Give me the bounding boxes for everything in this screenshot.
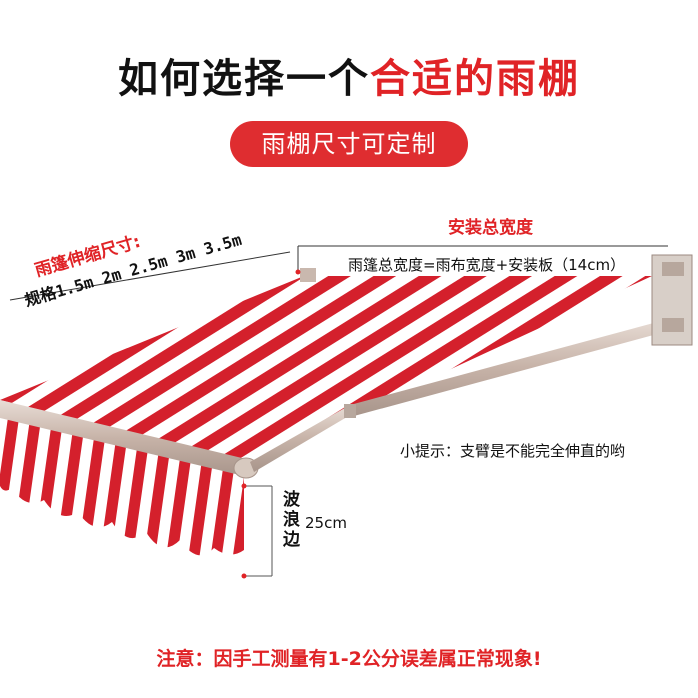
arm-tip-text: 小提示：支臂是不能完全伸直的哟 <box>400 442 626 460</box>
title-part-black: 如何选择一个 <box>118 56 370 102</box>
install-width-formula: 雨篷总宽度=雨布宽度+安装板（14cm） <box>348 256 626 274</box>
title-part-red: 合适的雨棚 <box>370 56 580 102</box>
valance-char-1: 波 <box>283 490 300 510</box>
valance-dimension-bracket <box>241 269 301 579</box>
valance-size: 25cm <box>305 514 347 532</box>
install-width-title: 安装总宽度 <box>448 218 533 238</box>
valance-char-2: 浪 <box>283 510 300 530</box>
customizable-badge: 雨棚尺寸可定制 <box>230 121 468 167</box>
awning-canopy <box>0 276 652 462</box>
folding-arm <box>250 318 672 472</box>
measurement-note: 注意：因手工测量有1-2公分误差属正常现象! <box>156 648 542 670</box>
page-title: 如何选择一个合适的雨棚 <box>0 46 698 104</box>
wall-bracket <box>300 254 693 346</box>
awning-valance <box>0 410 244 556</box>
valance-label: 波 浪 边 <box>283 490 300 550</box>
valance-char-3: 边 <box>283 530 300 550</box>
extension-dimension-line <box>9 251 291 301</box>
install-width-dimension-line <box>297 245 668 272</box>
